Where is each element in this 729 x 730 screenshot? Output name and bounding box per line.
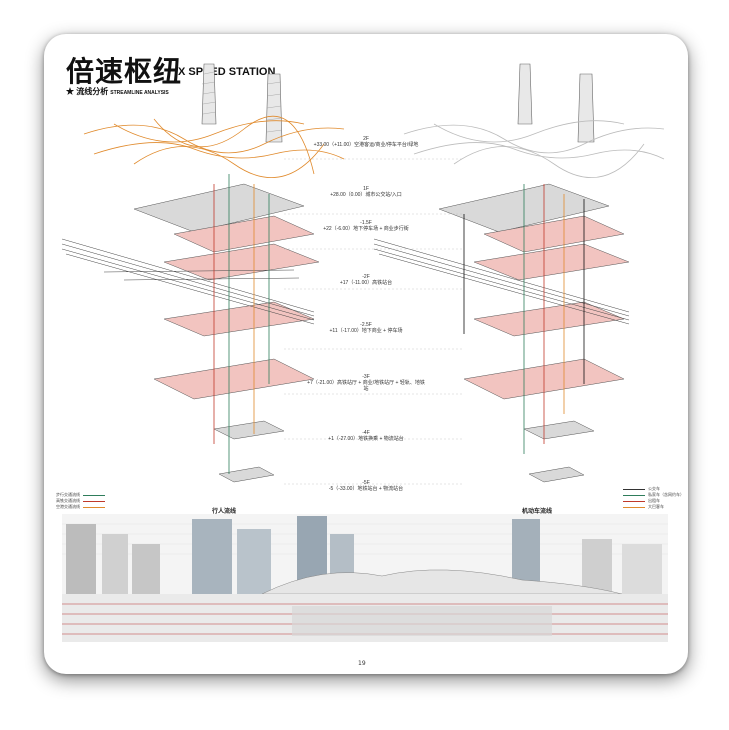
- rail-tracks-left: [61, 238, 315, 325]
- subtitle-english: STREAMLINE ANALYSIS: [110, 90, 169, 96]
- flow-lines-left: [213, 174, 270, 474]
- legend-item: 空港交通流线: [56, 504, 108, 510]
- level-label: 1F+28.00（0.00）城市公交站/入口: [330, 186, 402, 198]
- floor-stack-right: [438, 183, 630, 483]
- tower-illustration-right: [517, 63, 595, 143]
- title-english: X SPEED STATION: [178, 66, 276, 78]
- legend-item: 私家车（含网约车）: [620, 492, 684, 498]
- legend-item: 公交车: [620, 486, 684, 492]
- roof-network-left: [83, 115, 345, 178]
- subtitle-chinese: 流线分析: [76, 87, 109, 96]
- title-chinese: 倍速枢纽: [66, 55, 183, 88]
- legend-item: 高铁交通流线: [56, 498, 108, 504]
- level-label: -4F+1（-27.00）地铁换乘 + 物流站台: [328, 430, 404, 442]
- rail-tracks-right: [373, 238, 630, 325]
- legend-pedestrian: 步行交通流线 高铁交通流线 空港交通流线: [56, 492, 108, 510]
- flow-lines-right: [463, 184, 585, 454]
- level-separators: [284, 158, 464, 485]
- caption-vehicle: 机动车流线: [522, 508, 553, 515]
- level-label: 2F+33.00（+11.00）空港客运/商业/停车平台/绿地: [313, 136, 419, 148]
- page-number: 19: [358, 660, 366, 667]
- legend-item: 大巴客车: [620, 504, 684, 510]
- floor-stack-left: [133, 183, 320, 483]
- exploded-axonometric-diagrams: [61, 63, 665, 485]
- caption-pedestrian: 行人流线: [212, 508, 237, 515]
- level-label: -2F+17（-11.00）高铁站台: [339, 274, 393, 286]
- legend-item: 出租车: [620, 498, 684, 504]
- level-label: -5F-5（-33.00）地铁站台 + 物流站台: [328, 480, 404, 492]
- level-label: -3F+7（-21.00）高铁站厅 + 商业/地铁站厅 + 轻轨、地铁站: [307, 374, 425, 392]
- section-perspective-illustration: [62, 514, 668, 642]
- legend-vehicle: 公交车 私家车（含网约车） 出租车 大巴客车: [620, 486, 684, 510]
- roof-network-right: [403, 120, 665, 178]
- level-label: -2.5F+11（-17.00）地下商业 + 停车场: [329, 322, 403, 334]
- legend-item: 步行交通流线: [56, 492, 108, 498]
- level-label: -1.5F+22（-6.00）地下停车场 + 商业步行街: [323, 220, 409, 232]
- tower-illustration-left: [201, 63, 283, 143]
